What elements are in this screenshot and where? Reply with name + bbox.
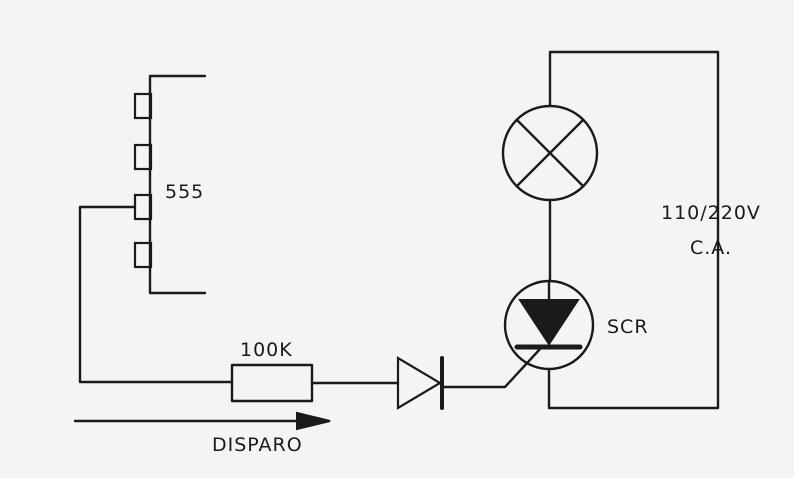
scr-thyristor [503, 279, 595, 371]
ic-pin-3 [133, 193, 153, 221]
ic-pin-1 [133, 92, 153, 120]
diode [396, 356, 444, 410]
trigger-arrow [73, 411, 331, 431]
lamp [501, 104, 599, 202]
ic-pin-4 [133, 241, 153, 269]
supply-type-label: C.A. [690, 237, 732, 259]
ic-555-body [148, 74, 207, 295]
resistor-label: 100K [240, 339, 293, 361]
gate-wire [440, 347, 542, 389]
output-wire [78, 205, 234, 384]
supply-voltage-label: 110/220V [661, 202, 761, 224]
ic-label: 555 [165, 181, 204, 203]
supply-loop-wire [547, 50, 720, 410]
resistor-100k [230, 363, 314, 403]
scr-label: SCR [607, 316, 649, 338]
ic-pin-2 [133, 143, 153, 171]
trigger-label: DISPARO [212, 434, 303, 456]
